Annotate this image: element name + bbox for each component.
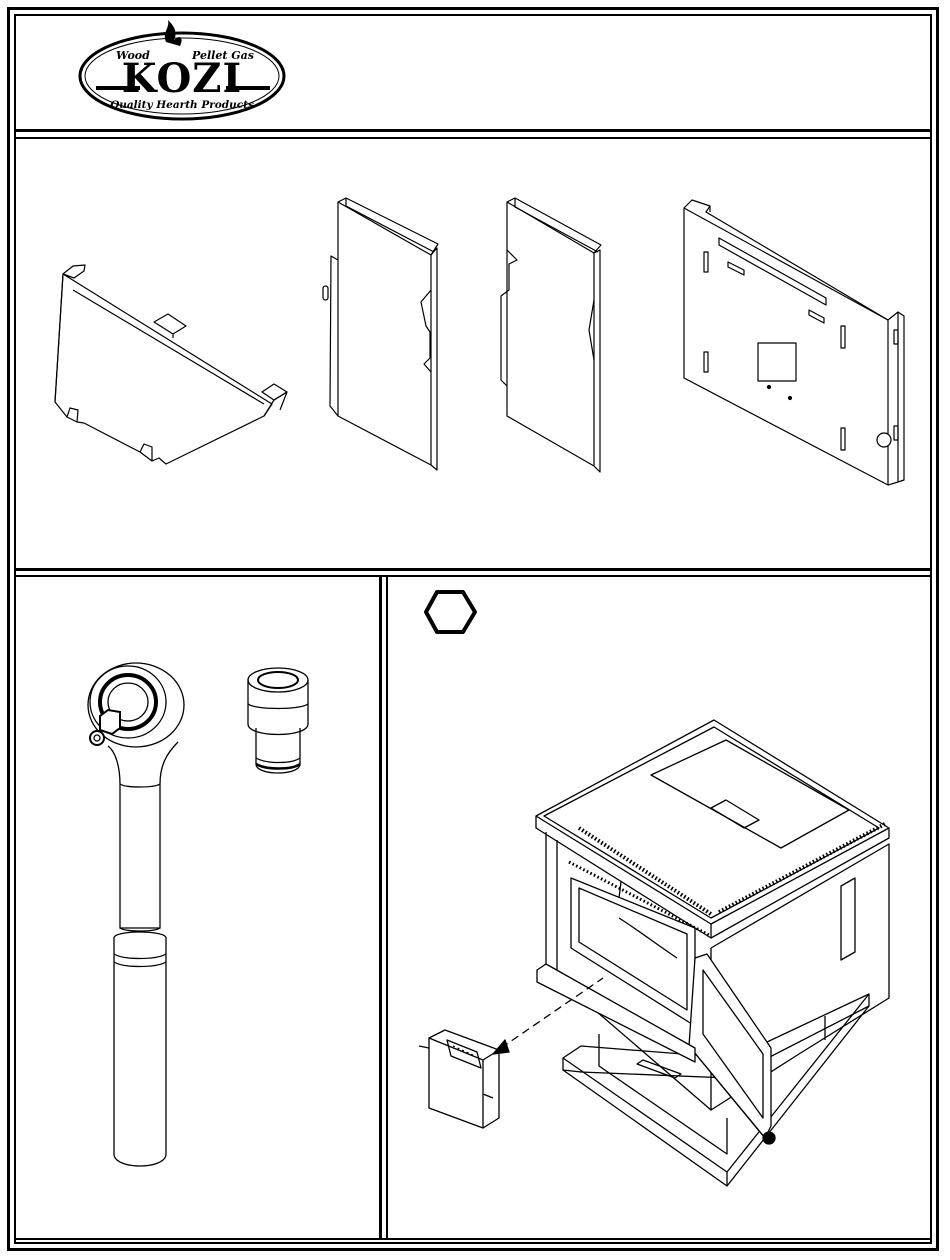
logo-brand-name: KOZI — [122, 55, 242, 102]
pellet-stove — [536, 720, 889, 1186]
tools-illustration-panel — [16, 578, 378, 1236]
header-divider-lower — [14, 137, 932, 139]
socket — [248, 668, 308, 773]
ratchet-wrench — [88, 663, 184, 1166]
logo-tagline: Quality Hearth Products — [110, 99, 254, 111]
column-divider-right — [386, 576, 388, 1239]
column-divider-left — [379, 576, 382, 1239]
footer-divider — [14, 1238, 932, 1240]
section-divider-lower — [14, 575, 932, 577]
stove-illustration-panel — [389, 578, 930, 1236]
header-divider-upper — [14, 129, 932, 132]
right-side-liner — [501, 198, 601, 472]
kozi-logo: Wood Pellet Gas KOZI Quality Hearth Prod… — [70, 18, 300, 126]
baffle-plate — [55, 265, 287, 464]
left-side-liner — [323, 198, 438, 470]
rear-firewall-panel — [684, 200, 904, 485]
parts-illustration-panel — [16, 140, 930, 567]
hexagon-icon — [426, 592, 475, 632]
ash-pan — [419, 1030, 499, 1128]
section-divider-upper — [14, 568, 932, 571]
